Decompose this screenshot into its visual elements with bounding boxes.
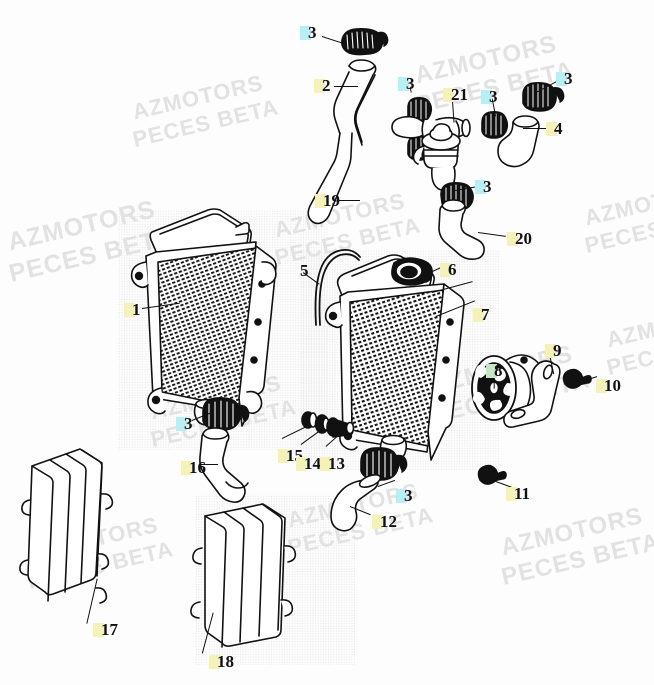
callout-2-upper-hose: 2 bbox=[314, 77, 331, 94]
callout-highlight-swatch bbox=[396, 489, 407, 503]
leader-16 bbox=[200, 464, 218, 466]
callout-number: 3 bbox=[404, 486, 413, 505]
callout-number: 13 bbox=[328, 454, 345, 473]
leader-2 bbox=[334, 86, 358, 88]
callout-19-long-lower-hose: 19 bbox=[315, 192, 340, 209]
callout-number: 14 bbox=[304, 454, 321, 473]
callout-highlight-swatch bbox=[507, 232, 518, 246]
callout-number: 3 bbox=[564, 69, 573, 88]
part-upper-hose bbox=[333, 59, 377, 146]
leader-19 bbox=[338, 200, 360, 202]
part-left-radiator bbox=[130, 208, 277, 427]
part-water-pump-housing bbox=[391, 115, 471, 191]
callout-highlight-swatch bbox=[278, 449, 289, 463]
callout-highlight-swatch bbox=[545, 344, 556, 358]
callout-21-water-pump-thermostat-housing: 21 bbox=[443, 86, 468, 103]
callout-highlight-swatch bbox=[596, 379, 607, 393]
callout-number: 3 bbox=[308, 23, 317, 42]
callout-20-lower-outlet-hose: 20 bbox=[507, 230, 532, 247]
callout-number: 4 bbox=[554, 119, 563, 138]
callout-number: 7 bbox=[481, 305, 490, 324]
callout-highlight-swatch bbox=[315, 194, 326, 208]
callout-number: 6 bbox=[448, 260, 457, 279]
callout-3-hose-clamp: 3 bbox=[396, 487, 413, 504]
callout-number: 8 bbox=[494, 361, 503, 380]
callout-number: 1 bbox=[132, 300, 141, 319]
callout-highlight-swatch bbox=[475, 180, 486, 194]
callout-9-fan-mounting-bracket: 9 bbox=[545, 342, 562, 359]
callout-number: 3 bbox=[184, 414, 193, 433]
callout-highlight-swatch bbox=[556, 72, 567, 86]
callout-14-washer: 14 bbox=[296, 455, 321, 472]
part-fan-bracket bbox=[503, 360, 561, 428]
callout-11-bolt: 11 bbox=[506, 485, 530, 502]
callout-number: 18 bbox=[217, 652, 234, 671]
callout-5-overflow-breather-tube: 5 bbox=[292, 262, 309, 279]
callout-highlight-swatch bbox=[181, 461, 192, 475]
callout-4-right-connecting-hose: 4 bbox=[546, 120, 563, 137]
leader-4 bbox=[523, 128, 547, 130]
callout-17-left-radiator-guard: 17 bbox=[93, 621, 118, 638]
callout-13-bolt: 13 bbox=[320, 455, 345, 472]
callout-3-hose-clamp: 3 bbox=[556, 70, 573, 87]
part-radiator-cap bbox=[391, 257, 433, 286]
callout-10-bolt: 10 bbox=[596, 377, 621, 394]
callout-3-hose-clamp: 3 bbox=[398, 75, 415, 92]
callout-number: 16 bbox=[189, 458, 206, 477]
callout-16-left-lower-hose: 16 bbox=[181, 459, 206, 476]
part-left-radiator-guard bbox=[19, 448, 114, 604]
callout-number: 9 bbox=[553, 341, 562, 360]
callout-3-hose-clamp: 3 bbox=[300, 24, 317, 41]
callout-highlight-swatch bbox=[443, 88, 454, 102]
callout-3-hose-clamp: 3 bbox=[481, 88, 498, 105]
part-collar-15 bbox=[301, 411, 318, 429]
callout-number: 12 bbox=[380, 512, 397, 531]
callout-highlight-swatch bbox=[506, 487, 517, 501]
callout-highlight-swatch bbox=[300, 26, 311, 40]
callout-number: 3 bbox=[406, 74, 415, 93]
callout-number: 17 bbox=[101, 620, 118, 639]
callout-12-right-lower-hose: 12 bbox=[372, 513, 397, 530]
part-hose-clamp-right1 bbox=[481, 111, 509, 139]
part-right-radiator-guard bbox=[190, 503, 297, 648]
callout-18-right-radiator-guard: 18 bbox=[209, 653, 234, 670]
part-hose-clamp-top bbox=[341, 28, 389, 56]
callout-3-hose-clamp: 3 bbox=[176, 415, 193, 432]
callout-3-hose-clamp: 3 bbox=[475, 178, 492, 195]
callout-7-right-radiator: 7 bbox=[473, 306, 490, 323]
callout-number: 11 bbox=[514, 484, 531, 503]
callout-number: 10 bbox=[604, 376, 621, 395]
callout-highlight-swatch bbox=[314, 79, 325, 93]
callout-number: 21 bbox=[451, 85, 468, 104]
callout-number: 20 bbox=[515, 229, 532, 248]
callout-highlight-swatch bbox=[398, 77, 409, 91]
callout-number: 3 bbox=[483, 177, 492, 196]
callout-1-left-radiator: 1 bbox=[124, 301, 141, 318]
callout-number: 2 bbox=[322, 76, 331, 95]
part-lower-outlet-hose bbox=[438, 199, 485, 260]
callout-8-cooling-fan: 8 bbox=[486, 362, 503, 379]
callout-highlight-swatch bbox=[481, 90, 492, 104]
callout-number: 5 bbox=[300, 261, 309, 280]
callout-highlight-swatch bbox=[372, 515, 383, 529]
part-hose-clamp-right2 bbox=[522, 82, 565, 112]
callout-number: 19 bbox=[323, 191, 340, 210]
callout-6-radiator-cap: 6 bbox=[440, 261, 457, 278]
callout-highlight-swatch bbox=[546, 122, 557, 136]
callout-highlight-swatch bbox=[93, 623, 104, 637]
callout-number: 3 bbox=[489, 87, 498, 106]
